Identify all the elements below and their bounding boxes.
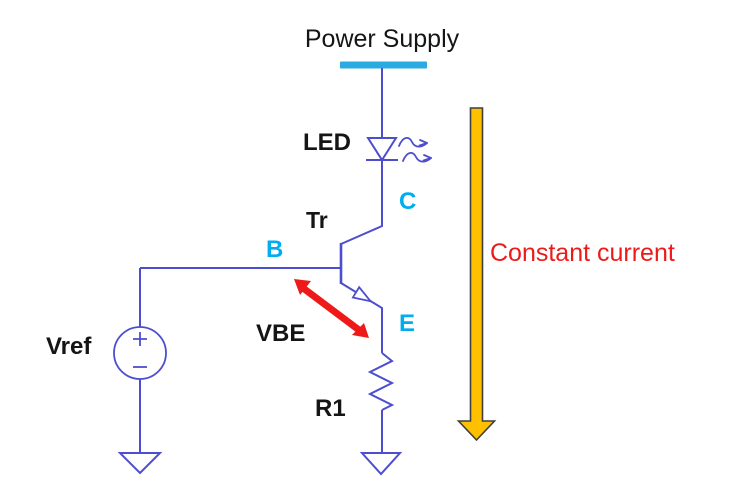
led-light-icon [398, 137, 432, 163]
resistor-label: R1 [315, 395, 346, 422]
power-supply-label: Power Supply [304, 25, 460, 53]
vref-source-symbol [113, 326, 167, 380]
ground-icon-right [359, 452, 403, 476]
emitter-label: E [399, 310, 416, 337]
wires [139, 68, 395, 453]
led-label: LED [303, 129, 351, 156]
resistor-symbol [367, 352, 395, 411]
vref-label: Vref [46, 333, 92, 360]
collector-label: C [399, 188, 417, 215]
wire-emitter [340, 282, 383, 353]
constant-current-arrow-icon [456, 107, 497, 442]
emitter-arrowhead-icon [351, 285, 373, 303]
base-label: B [266, 236, 284, 263]
vref-circle [113, 326, 167, 380]
power-rail-bar [340, 61, 427, 69]
vbe-label: VBE [256, 320, 306, 347]
ground-icon-left [117, 452, 163, 475]
wire-collector [340, 160, 383, 245]
led-triangle [366, 137, 398, 162]
plus-icon [133, 332, 147, 346]
vbe-arrow-icon [294, 279, 369, 338]
transistor-label: Tr [306, 207, 328, 233]
constant-current-label: Constant current [490, 239, 675, 267]
led-symbol [366, 137, 398, 162]
